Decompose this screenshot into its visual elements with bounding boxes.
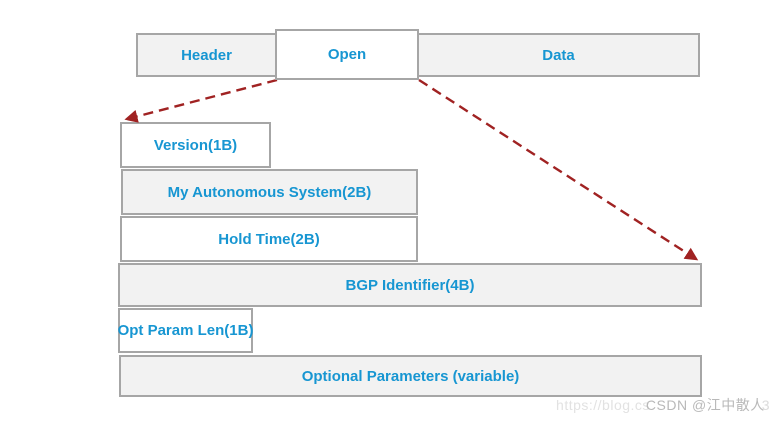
watermark-handle: CSDN @江中散人 [645, 397, 765, 413]
dashed-arrow-left [124, 78, 278, 123]
watermark-url: https://blog.cs [556, 397, 650, 413]
field-bgp-identifier: BGP Identifier(4B) [118, 263, 702, 307]
box-open-label: Open [327, 46, 367, 63]
field-version-label: Version(1B) [153, 136, 238, 154]
watermark-url-suffix: 3 [761, 397, 770, 413]
box-header-label: Header [181, 46, 232, 64]
field-hold-time-label: Hold Time(2B) [218, 230, 320, 248]
field-version: Version(1B) [120, 122, 271, 168]
box-data-label: Data [542, 46, 575, 64]
field-optional-parameters-label: Optional Parameters (variable) [301, 367, 520, 385]
field-my-autonomous-system: My Autonomous System(2B) [121, 169, 418, 215]
field-opt-param-len-label: Opt Param Len(1B) [117, 322, 254, 339]
box-header: Header [136, 33, 277, 77]
dashed-arrow-right [418, 78, 699, 261]
watermark: https://blog.csCSDN @江中散人3 [556, 395, 770, 415]
field-optional-parameters: Optional Parameters (variable) [119, 355, 702, 397]
box-open: Open [275, 29, 419, 80]
field-bgp-identifier-label: BGP Identifier(4B) [345, 276, 475, 294]
field-opt-param-len: Opt Param Len(1B) [118, 308, 253, 353]
field-my-autonomous-system-label: My Autonomous System(2B) [167, 183, 372, 201]
box-data: Data [417, 33, 700, 77]
field-hold-time: Hold Time(2B) [120, 216, 418, 262]
